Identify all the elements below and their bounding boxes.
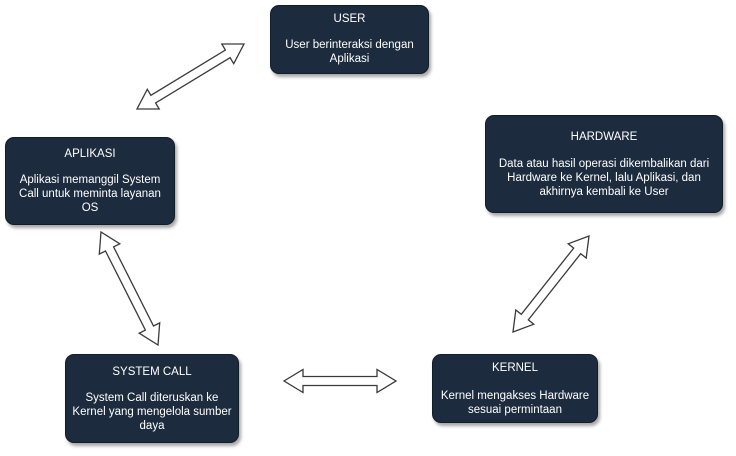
arrow-aplikasi-system-call [98, 230, 161, 347]
system-call-title: SYSTEM CALL [112, 366, 192, 378]
system-call-node: SYSTEM CALL System Call diteruskan ke Ke… [65, 354, 239, 443]
arrow-system-call-kernel [282, 368, 398, 394]
hardware-title: HARDWARE [570, 131, 638, 143]
user-description: User berinteraksi dengan Aplikasi [285, 39, 414, 65]
hardware-description: Data atau hasil operasi dikembalikan dar… [498, 158, 710, 198]
system-call-description: System Call diteruskan ke Kernel yang me… [72, 392, 232, 432]
arrow-aplikasi-user [135, 43, 246, 110]
kernel-title: KERNEL [491, 362, 539, 374]
aplikasi-description: Aplikasi memanggil System Call untuk mem… [19, 174, 161, 214]
user-node: USER User berinteraksi dengan Aplikasi [270, 5, 429, 74]
kernel-description: Kernel mengakses Hardware sesuai permint… [440, 390, 590, 416]
arrow-kernel-hardware [512, 235, 590, 333]
aplikasi-title: APLIKASI [64, 148, 116, 160]
aplikasi-node: APLIKASI Aplikasi memanggil System Call … [5, 137, 175, 225]
user-title: USER [333, 13, 366, 25]
hardware-node: HARDWARE Data atau hasil operasi dikemba… [485, 115, 723, 213]
kernel-node: KERNEL Kernel mengakses Hardware sesuai … [432, 354, 598, 423]
